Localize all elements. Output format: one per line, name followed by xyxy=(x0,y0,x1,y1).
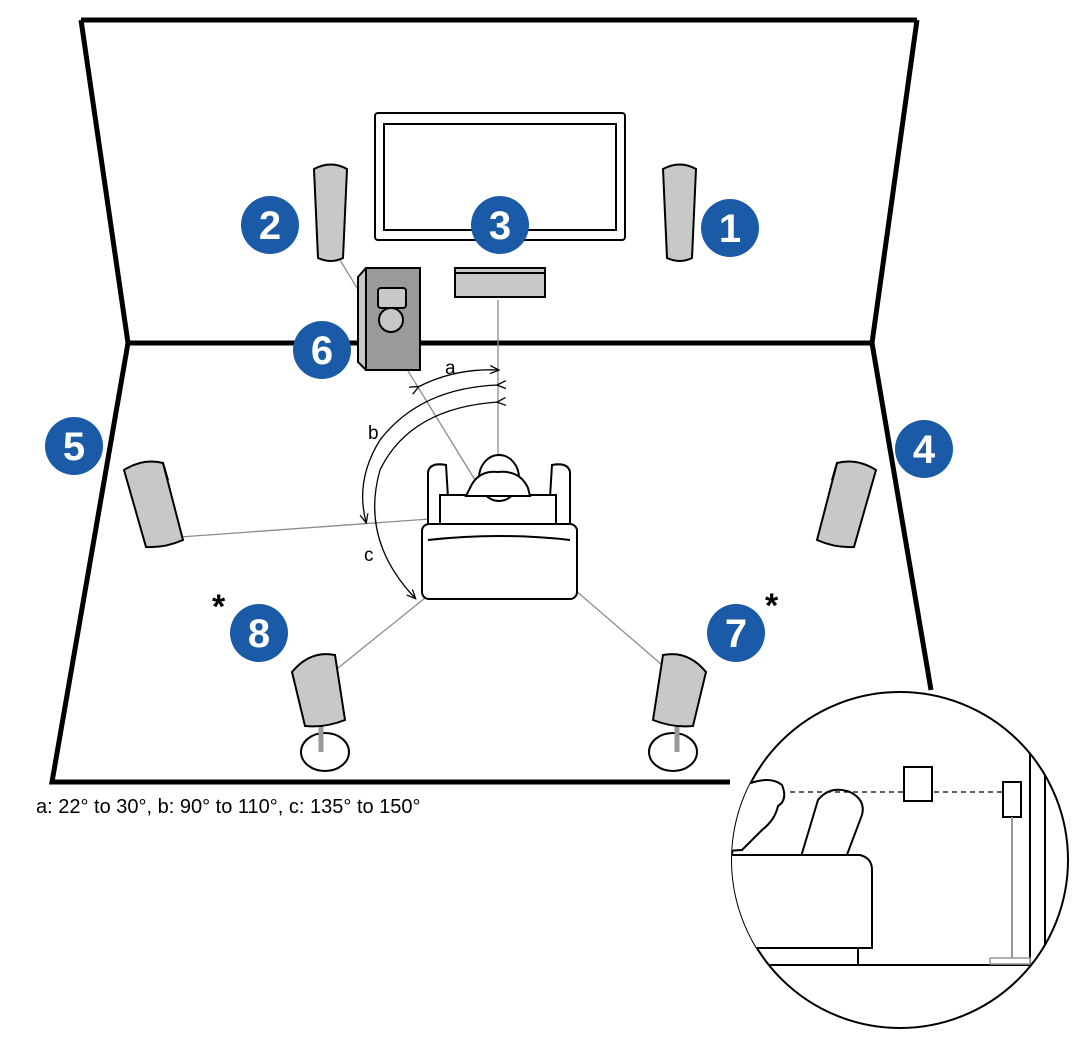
badge-1: 1 xyxy=(701,199,759,257)
surround-back-right-speaker xyxy=(648,653,708,772)
badge-7-number: 7 xyxy=(725,612,747,656)
badge-6-number: 6 xyxy=(311,329,333,373)
subwoofer-speaker xyxy=(357,267,421,371)
surround-back-left-speaker xyxy=(290,653,350,772)
room-outline xyxy=(49,17,934,785)
badge-3-number: 3 xyxy=(489,204,511,248)
badge-8: 8 xyxy=(230,604,288,662)
badge-3: 3 xyxy=(471,196,529,254)
surround-left-speaker xyxy=(122,460,185,549)
badge-6: 6 xyxy=(293,321,351,379)
front-left-speaker xyxy=(312,163,349,262)
asterisk-7: * xyxy=(765,587,779,625)
badge-7: 7 xyxy=(707,604,765,662)
angle-label-c: c xyxy=(364,545,374,566)
badge-2: 2 xyxy=(241,196,299,254)
center-speaker xyxy=(454,267,546,298)
badge-2-number: 2 xyxy=(259,204,281,248)
angle-label-a: a xyxy=(445,358,456,379)
angle-label-b: b xyxy=(368,423,379,444)
badge-8-number: 8 xyxy=(248,612,270,656)
surround-right-speaker xyxy=(815,460,878,549)
badge-1-number: 1 xyxy=(719,207,741,251)
badge-5: 5 xyxy=(45,417,103,475)
angle-caption: a: 22° to 30°, b: 90° to 110°, c: 135° t… xyxy=(36,796,421,818)
badge-4-number: 4 xyxy=(913,428,936,472)
front-right-speaker xyxy=(661,163,698,262)
badge-4: 4 xyxy=(895,420,953,478)
side-view-inset xyxy=(731,691,1069,1029)
asterisk-8: * xyxy=(212,588,226,626)
badge-5-number: 5 xyxy=(63,425,85,469)
angle-arcs: a b c xyxy=(363,358,498,598)
sofa-with-listener xyxy=(421,454,578,600)
